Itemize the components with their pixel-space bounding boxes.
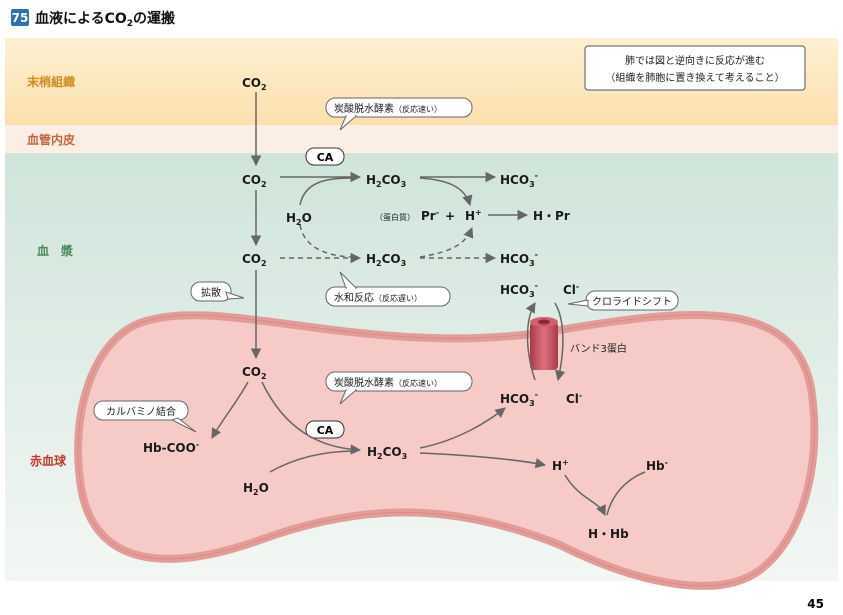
- ca-badge-bottom: CA: [305, 420, 345, 439]
- svg-text:炭酸脱水酵素（反応速い）: 炭酸脱水酵素（反応速い）: [334, 376, 442, 389]
- callout-ca-bottom: 炭酸脱水酵素（反応速い）: [325, 371, 473, 405]
- zone-label-rbc: 赤血球: [30, 453, 67, 468]
- figure-number: 75: [12, 11, 29, 25]
- callout-diffusion: 拡散: [190, 281, 245, 302]
- co2-rbc: CO2: [242, 365, 267, 381]
- red-blood-cell-inner-edge: [77, 314, 815, 587]
- plus-sign: +: [445, 209, 455, 223]
- svg-text:拡散: 拡散: [201, 286, 221, 299]
- header: 75 血液によるCO2の運搬: [11, 9, 175, 29]
- zone-label-endothelium: 血管内皮: [27, 132, 75, 147]
- pr-ion: Pr-: [421, 208, 439, 223]
- h2o-plasma: H2O: [286, 211, 312, 227]
- hco3-shift-out: HCO3-: [500, 281, 538, 299]
- lung-note-line2: （組織を肺胞に置き換えて考えること）: [605, 71, 784, 84]
- protein-note: （蛋白質）: [375, 212, 415, 222]
- h-pr: H・Pr: [533, 209, 570, 223]
- co2-tissue: CO2: [242, 76, 267, 92]
- h-hb: H・Hb: [588, 527, 629, 541]
- svg-text:クロライドシフト: クロライドシフト: [592, 296, 672, 308]
- h2co3-plasma-bottom: H2CO3: [366, 252, 406, 268]
- cl-shift-out: Cl-: [563, 282, 579, 297]
- callout-carbamino: カルバミノ結合: [93, 400, 197, 433]
- zone-label-plasma: 血 漿: [37, 243, 73, 258]
- svg-text:CA: CA: [317, 151, 334, 164]
- hco3-rbc: HCO3-: [500, 390, 538, 408]
- h2co3-plasma-top: H2CO3: [366, 173, 406, 189]
- ca-badge-top: CA: [305, 147, 345, 166]
- cl-rbc: Cl-: [566, 391, 582, 406]
- h-ion-plasma: H+: [465, 208, 482, 223]
- hco3-plasma-top: HCO3-: [500, 171, 538, 189]
- hb-ion: Hb-: [646, 458, 668, 473]
- endothelium-band: [5, 125, 838, 153]
- svg-text:水和反応（反応遅い）: 水和反応（反応遅い）: [334, 291, 422, 304]
- svg-text:CA: CA: [317, 424, 334, 437]
- h2o-rbc: H2O: [243, 481, 269, 497]
- h2co3-rbc: H2CO3: [367, 445, 407, 461]
- callout-hydration-slow: 水和反応（反応遅い）: [325, 271, 451, 307]
- co2-plasma-top: CO2: [242, 173, 267, 189]
- page-title: 血液によるCO2の運搬: [35, 10, 175, 29]
- svg-text:カルバミノ結合: カルバミノ結合: [106, 405, 176, 418]
- band3-label: バンド3蛋白: [570, 342, 627, 355]
- svg-text:炭酸脱水酵素（反応速い）: 炭酸脱水酵素（反応速い）: [334, 102, 442, 115]
- callout-chloride-shift: クロライドシフト: [567, 290, 679, 311]
- page-number: 45: [807, 597, 824, 611]
- hb-coo: Hb-COO-: [143, 440, 199, 455]
- callout-ca-top: 炭酸脱水酵素（反応速い）: [325, 97, 473, 131]
- zone-label-tissue: 末梢組織: [27, 74, 75, 89]
- h-ion-rbc: H+: [552, 458, 569, 473]
- hco3-plasma-bottom: HCO3-: [500, 250, 538, 268]
- lung-note-box: 肺では図と逆向きに反応が進む （組織を肺胞に置き換えて考えること）: [584, 45, 806, 91]
- co2-plasma-bottom: CO2: [242, 252, 267, 268]
- lung-note-line1: 肺では図と逆向きに反応が進む: [625, 54, 765, 67]
- figure-number-badge: [11, 9, 29, 26]
- band3-protein: [530, 317, 558, 370]
